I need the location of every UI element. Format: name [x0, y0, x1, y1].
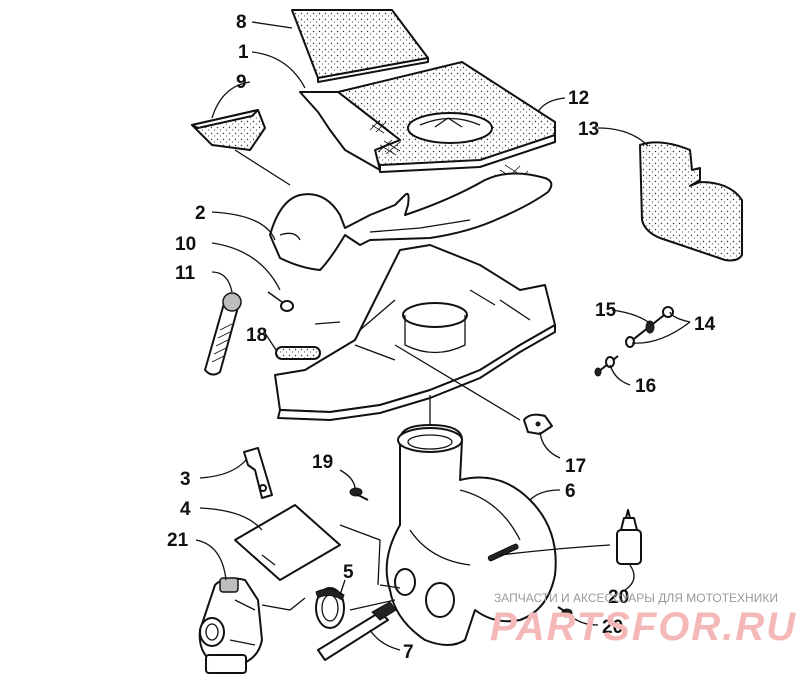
callout-17: 17 — [565, 456, 586, 477]
watermark-brand: PARTSFOR.RU — [490, 605, 797, 649]
callout-14: 14 — [694, 314, 716, 335]
part-12-air-filter-foam — [337, 61, 556, 173]
callout-19: 20 — [608, 587, 629, 608]
part-21-carburetor — [198, 577, 263, 674]
part-2-airbox-cover — [269, 172, 553, 271]
part-14-15-16-fasteners — [594, 306, 674, 377]
callout-4: 4 — [180, 499, 191, 520]
part-5-clamp — [315, 587, 345, 629]
callout-15: 15 — [595, 300, 617, 321]
callout-10: 10 — [175, 234, 196, 255]
callout-20-lower: 20 — [602, 617, 623, 638]
part-20-screw-lower — [557, 606, 573, 618]
part-8-foam-pad — [291, 9, 429, 83]
airbox-lower-tray — [274, 244, 556, 421]
callout-21: 21 — [167, 530, 189, 551]
callout-2: 2 — [195, 203, 206, 224]
callout-7: 7 — [403, 642, 414, 663]
part-17-clip — [523, 413, 553, 435]
callout-11: 11 — [175, 263, 196, 284]
part-4-plate — [234, 504, 341, 581]
callout-20-upper: 19 — [312, 452, 333, 473]
part-7-strap — [317, 601, 397, 661]
callout-1: 1 — [238, 42, 249, 63]
part-19-bottle — [616, 509, 642, 565]
part-18-foam-strip — [275, 346, 321, 360]
part-20-screw-upper — [349, 487, 369, 501]
callout-16: 16 — [635, 376, 656, 397]
callout-18: 18 — [246, 325, 267, 346]
part-11-intake-grille — [204, 292, 242, 376]
callout-5: 5 — [343, 562, 354, 583]
leader-lines — [195, 21, 691, 651]
callout-8: 8 — [236, 12, 247, 33]
callout-labels: 8 1 9 12 13 2 10 11 18 15 14 16 17 3 19 … — [167, 12, 716, 663]
callout-3: 3 — [180, 469, 191, 490]
part-3-bracket — [243, 447, 273, 499]
part-13-foam-pad — [639, 141, 743, 262]
watermark: ЗАПЧАСТИ И АКСЕССУАРЫ ДЛЯ МОТОТЕХНИКИ PA… — [490, 591, 797, 649]
callout-13: 13 — [578, 119, 599, 140]
callout-12: 12 — [568, 88, 589, 109]
callout-6: 6 — [565, 481, 576, 502]
part-6-intake-boot — [385, 424, 557, 646]
watermark-tagline: ЗАПЧАСТИ И АКСЕССУАРЫ ДЛЯ МОТОТЕХНИКИ — [494, 591, 778, 605]
part-9-foam-block — [191, 109, 266, 151]
part-10-screw — [267, 291, 294, 312]
callout-9: 9 — [236, 72, 247, 93]
